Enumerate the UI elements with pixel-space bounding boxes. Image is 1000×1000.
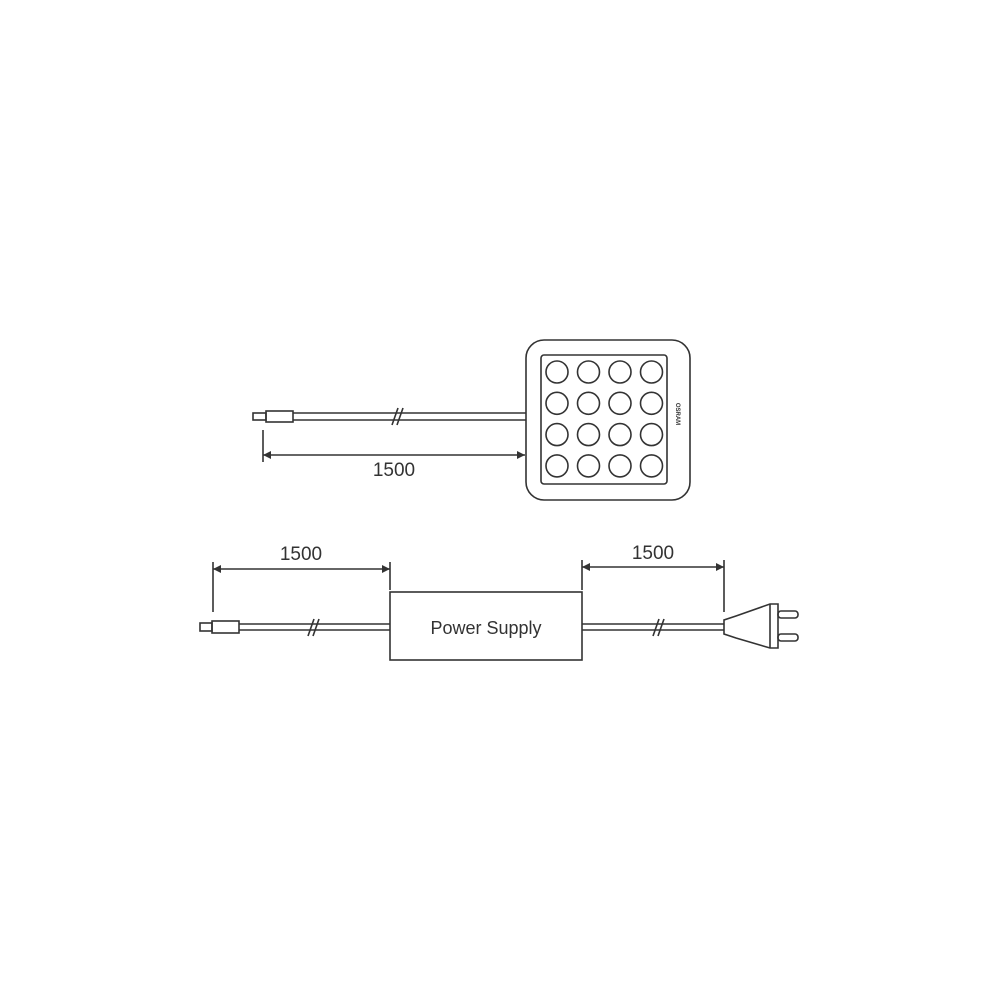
dc-connector-tip [252, 412, 267, 421]
led [576, 391, 601, 416]
led [639, 360, 664, 384]
euro-plug [723, 603, 799, 649]
brand-label: OSRAM [674, 403, 680, 425]
power-supply-label: Power Supply [430, 618, 541, 638]
led-grid [545, 360, 664, 478]
led [545, 391, 569, 416]
led-module-panel [540, 354, 668, 485]
dc-connector-body [265, 410, 294, 423]
led [608, 360, 632, 384]
led [608, 454, 632, 478]
top-dimension [262, 430, 525, 462]
led [608, 391, 632, 416]
top-cable-length-label: 1500 [373, 460, 415, 481]
led [576, 360, 601, 384]
led [576, 422, 601, 447]
plug-pin [777, 633, 799, 642]
break-mark [391, 407, 404, 426]
break-mark [307, 618, 320, 637]
led [576, 454, 601, 478]
power-supply-box [389, 591, 583, 661]
input-dimension [581, 560, 725, 612]
led-module [525, 339, 691, 501]
break-mark [652, 618, 665, 637]
led [608, 422, 632, 447]
plug-pin [777, 610, 799, 619]
led [545, 454, 569, 478]
input-cable [582, 618, 724, 637]
input-cable-length-label: 1500 [632, 543, 674, 564]
output-cable-length-label: 1500 [280, 544, 322, 565]
led [639, 422, 664, 447]
led [545, 360, 569, 384]
led [639, 391, 664, 416]
output-dimension [212, 562, 391, 612]
output-cable [199, 618, 390, 637]
top-cable [252, 407, 526, 426]
led [545, 422, 569, 447]
led [639, 454, 664, 478]
